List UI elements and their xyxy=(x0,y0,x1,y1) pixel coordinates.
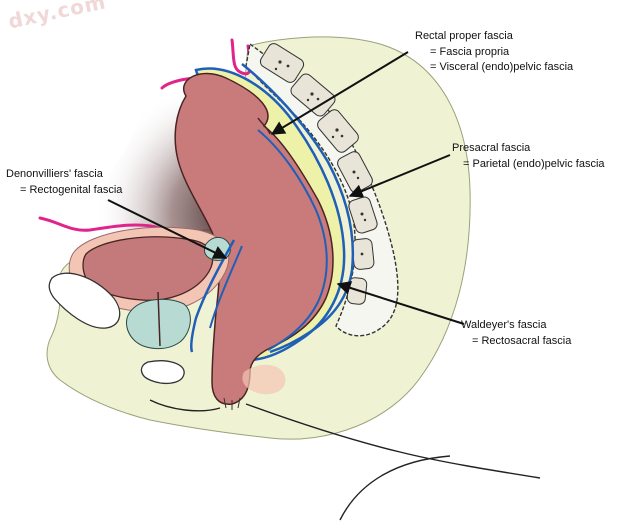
arrow-denonvilliers xyxy=(107,199,228,259)
label-rectosacral-fascia: = Rectosacral fascia xyxy=(472,335,572,347)
rectum-notch xyxy=(257,117,271,135)
label-rectal-proper-fascia: Rectal proper fascia xyxy=(415,30,513,42)
arrow-rectal-proper xyxy=(270,51,409,135)
arrow-waldeyer xyxy=(336,281,465,325)
label-fascia-propria: = Fascia propria xyxy=(430,46,510,58)
label-rectogenital-fascia: = Rectogenital fascia xyxy=(20,184,123,196)
label-visceral-fascia: = Visceral (endo)pelvic fascia xyxy=(430,61,574,73)
presacral-fascia-line xyxy=(241,63,355,354)
anal-sphincter xyxy=(242,364,286,395)
label-denonvilliers-fascia: Denonvilliers' fascia xyxy=(6,168,103,180)
label-waldeyers-fascia: Waldeyer's fascia xyxy=(461,319,547,331)
denonvilliers-fascia-inner xyxy=(209,245,243,329)
urethra xyxy=(157,291,161,347)
label-presacral-fascia: Presacral fascia xyxy=(452,142,531,154)
pubic-bone-lower xyxy=(140,360,185,385)
prostate xyxy=(126,298,191,349)
label-parietal-fascia: = Parietal (endo)pelvic fascia xyxy=(463,158,605,170)
denonvilliers-fascia-line xyxy=(189,239,236,353)
anal-verge xyxy=(223,397,241,410)
pubic-bone xyxy=(48,272,121,329)
fascia-propria-line xyxy=(257,129,328,351)
arrow-presacral xyxy=(348,154,451,198)
body-outline xyxy=(149,399,541,521)
